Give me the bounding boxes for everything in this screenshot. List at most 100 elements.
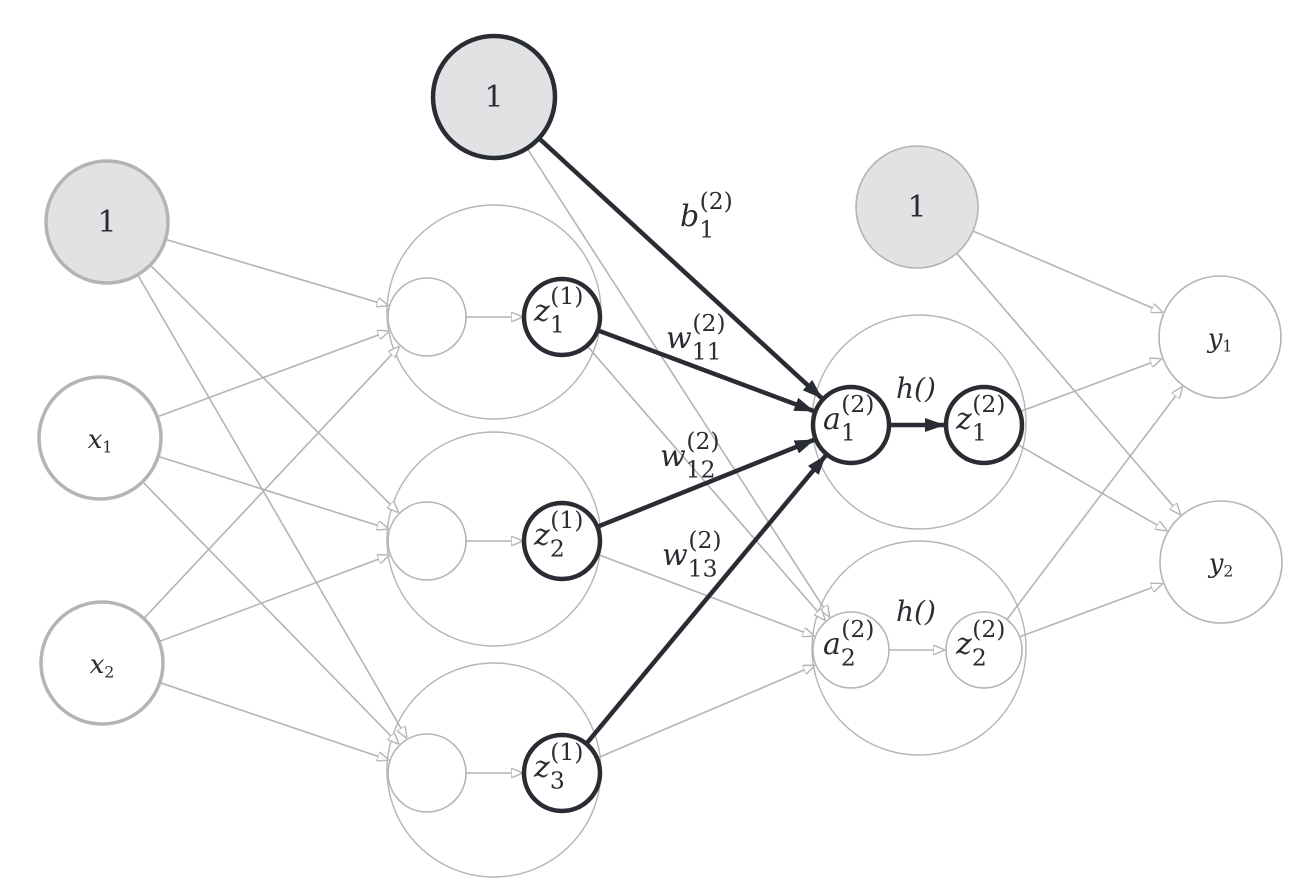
node-bias1: 1 [430,33,558,161]
edge-label-z11-to-a21-main: w [666,321,692,356]
node-circle-bias1 [430,33,558,161]
node-label-z12-sup: (1) [550,506,583,534]
node-label-x2-main: x [90,650,105,680]
node-label-a22: a2(2) [823,615,874,672]
edge-bias0-to-a11 [165,238,387,305]
edges [136,136,1182,773]
node-label-y2-main: y [1208,549,1224,579]
node-circle-a12 [387,501,467,581]
edge-z22-to-y1 [1006,387,1182,621]
node-label-z13-sup: (1) [550,738,583,766]
edge-bias2-to-y2 [956,252,1180,514]
node-label-x2-sub: 2 [104,664,114,682]
node-z11: z1(1) [521,276,603,358]
edge-x1-to-a12 [157,455,388,528]
edge-label-z12-to-a21-main: w [660,439,686,474]
edge-label-z12-to-a21-sup: (2) [686,427,719,455]
edge-label-bias1-to-a21: b1(2) [680,187,733,244]
node-label-x1-main: x [88,425,103,455]
node-label-y1-main: y [1207,324,1223,354]
edge-label-a22-to-z22: h() [896,595,936,628]
node-bias2: 1 [855,145,979,269]
node-circle-x1 [37,375,163,501]
node-label-z13-sub: 3 [550,766,565,794]
node-a21: a1(2) [810,384,892,466]
edge-label-z11-to-a21-sub: 11 [692,337,722,365]
node-a13 [387,733,467,813]
edge-z12-to-a22 [597,553,814,635]
node-y1: y1 [1158,275,1282,399]
node-circle-a22 [812,611,890,689]
node-label-a22-sup: (2) [841,615,874,643]
edge-label-z13-to-a21-sup: (2) [688,526,721,554]
node-label-y1-sub: 1 [1222,338,1232,356]
edge-label-bias1-to-a21-sup: (2) [700,187,733,215]
node-label-bias2: 1 [907,190,926,225]
node-z13: z3(1) [521,732,603,814]
edge-labels: b1(2)w11(2)w12(2)w13(2)h()h() [660,187,936,628]
edge-z21-to-y1 [1019,359,1161,413]
edge-bias0-to-a12 [149,264,398,512]
node-z12: z2(1) [521,500,603,582]
edge-bias1-to-a21 [537,136,824,400]
node-label-z21: z1(2) [955,390,1005,447]
nodes: 1x1x21z1(1)z2(1)z3(1)1a1(2)z1(2)a2(2)z2(… [37,33,1283,814]
node-circle-z21 [943,384,1025,466]
node-label-z22: z2(2) [955,615,1005,672]
node-circle-x2 [39,600,165,726]
node-label-bias0: 1 [97,205,116,240]
node-circle-y1 [1158,275,1282,399]
edge-label-z13-to-a21: w13(2) [662,526,722,583]
node-bias0: 1 [44,159,170,285]
node-circle-bias0 [44,159,170,285]
node-circle-y2 [1159,500,1283,624]
node-a12 [387,501,467,581]
edge-z13-to-a22 [596,666,814,759]
node-circle-a11 [387,277,467,357]
node-circle-z22 [945,611,1023,689]
node-label-z11-sup: (1) [550,282,583,310]
edge-z11-to-a21 [596,328,815,414]
edge-label-a21-to-z21: h() [896,372,936,405]
node-label-z22-sub: 2 [972,643,987,671]
edge-label-z11-to-a21-sup: (2) [692,309,725,337]
node-label-x2: x2 [90,650,115,682]
edge-z21-to-y2 [1016,443,1167,530]
node-y2: y2 [1159,500,1283,624]
node-label-z21-sub: 1 [972,418,987,446]
node-label-a21-sup: (2) [841,390,874,418]
node-circle-a13 [387,733,467,813]
node-label-bias1: 1 [484,80,503,115]
node-z21: z1(2) [943,384,1025,466]
node-label-z13: z3(1) [533,738,583,795]
node-label-z11: z1(1) [533,282,583,339]
edge-bias2-to-y1 [972,230,1162,312]
node-a11 [387,277,467,357]
edge-z13-to-a21 [584,454,828,746]
node-label-a21-sub: 1 [841,418,856,446]
node-a22: a2(2) [812,611,890,689]
node-label-y2-sub: 2 [1223,563,1233,581]
node-circle-a21 [810,384,892,466]
node-label-z12: z2(1) [533,506,583,563]
node-circle-z11 [521,276,603,358]
edge-label-a21-to-z21-main: h() [896,372,936,405]
edge-z22-to-y2 [1019,584,1162,638]
node-label-bias0-main: 1 [97,205,116,240]
edge-label-bias1-to-a21-sub: 1 [699,215,714,243]
node-label-z22-sup: (2) [972,615,1005,643]
edge-x1-to-a13 [142,481,399,744]
node-label-z12-sub: 2 [550,534,565,562]
node-label-x1-sub: 1 [102,439,112,457]
node-circle-z12 [521,500,603,582]
edge-x2-to-a13 [159,681,388,760]
edge-z12-to-a21 [596,437,815,529]
node-label-z12-main: z [533,518,550,553]
node-label-z21-sup: (2) [972,390,1005,418]
node-label-x1: x1 [88,425,113,457]
edge-label-z11-to-a21: w11(2) [666,309,726,366]
node-label-z11-sub: 1 [550,310,565,338]
edge-bias0-to-a13 [136,274,407,738]
node-circle-bias2 [855,145,979,269]
